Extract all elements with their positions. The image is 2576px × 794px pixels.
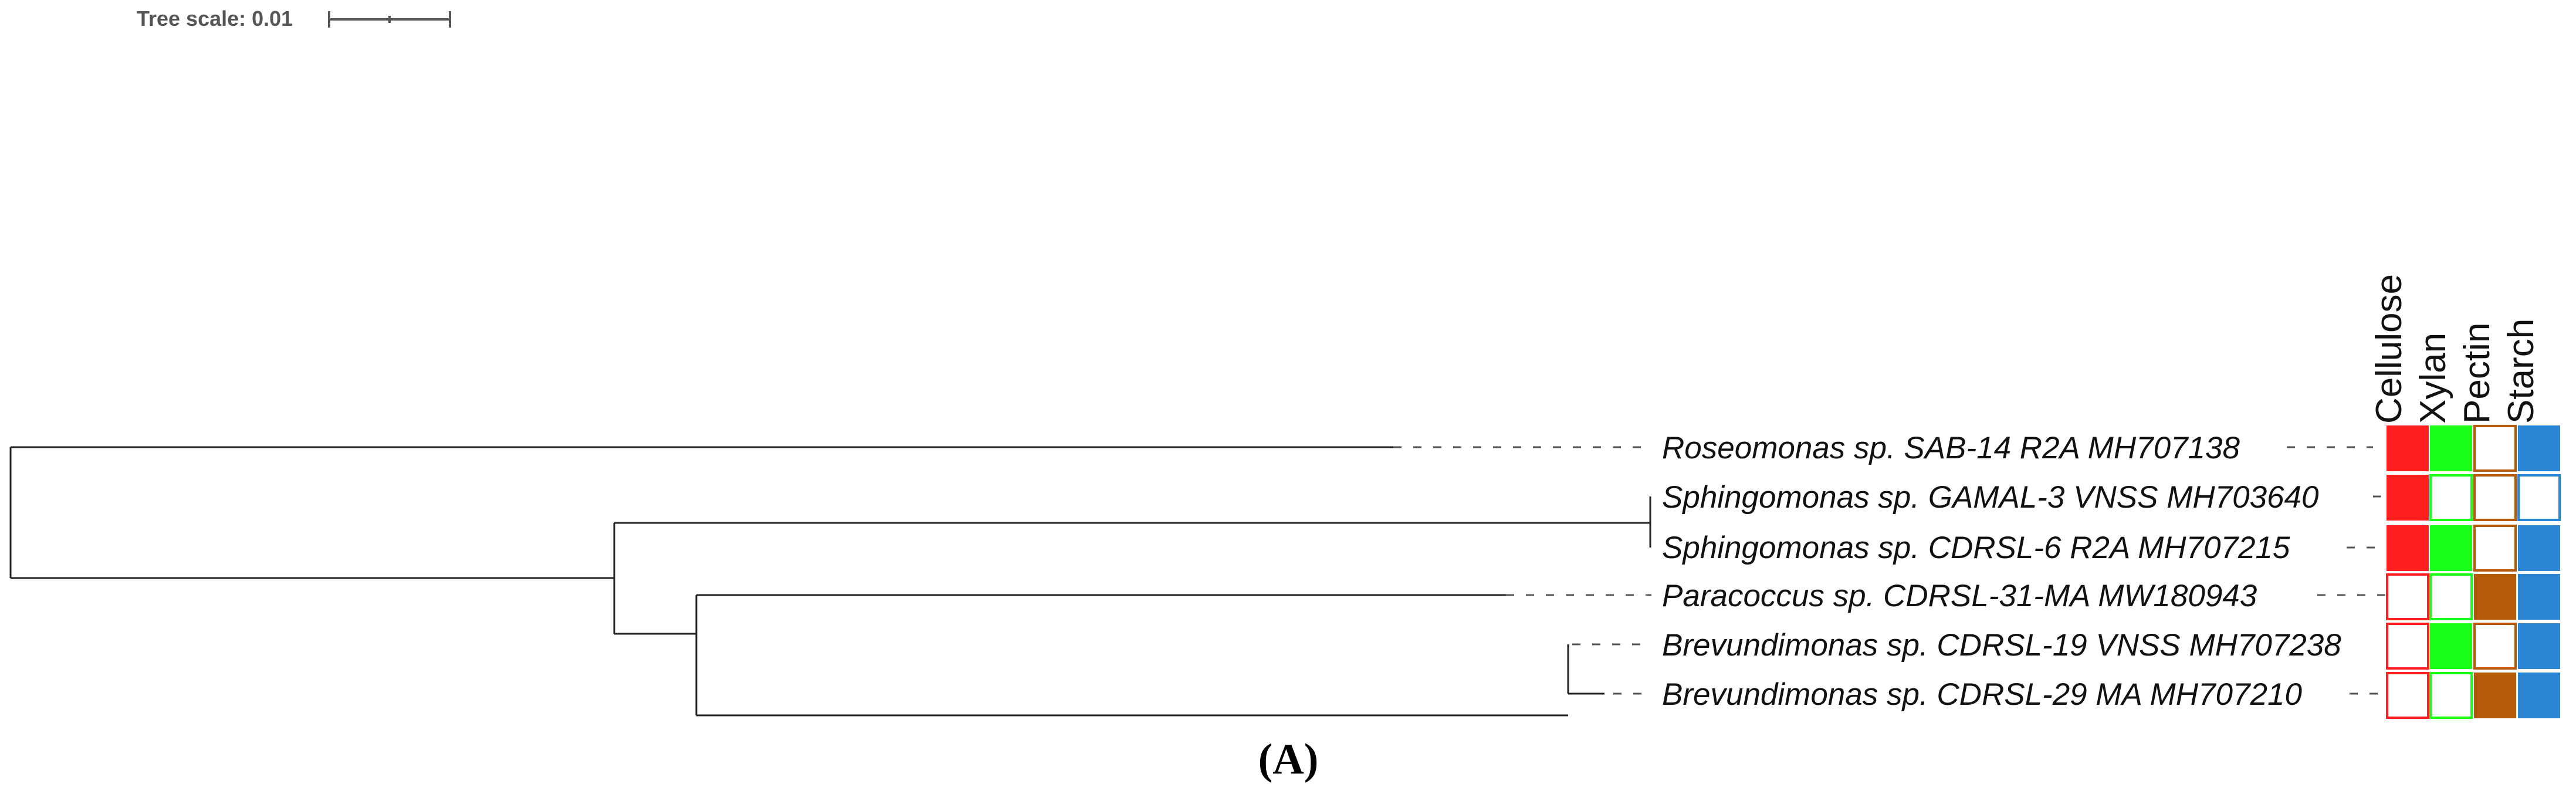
column-header-cellulose: Cellulose [2369, 274, 2409, 424]
heatmap-cell-xylan [2429, 672, 2473, 719]
heatmap-cell-pectin [2474, 673, 2516, 718]
heatmap-cell-starch [2517, 474, 2561, 521]
taxon-labels: Roseomonas sp. SAB-14 R2A MH707138 Sphin… [1662, 431, 2341, 712]
heatmap-cell-cellulose [2387, 425, 2429, 471]
heatmap-cell-xylan [2429, 474, 2473, 521]
heatmap-cell-pectin [2474, 574, 2516, 620]
tree-scale-label: Tree scale: 0.01 [137, 6, 293, 31]
panel-label: (A) [1258, 735, 1319, 783]
tree-scale-bar [328, 11, 451, 28]
column-header-pectin: Pectin [2457, 323, 2497, 424]
activity-heatmap [2386, 425, 2561, 719]
leader-lines [1393, 446, 2386, 695]
heatmap-cell-starch [2518, 673, 2560, 718]
heatmap-cell-xylan [2430, 525, 2472, 571]
taxon-label: Sphingomonas sp. GAMAL-3 VNSS MH703640 [1662, 480, 2319, 515]
heatmap-cell-starch [2518, 574, 2560, 620]
heatmap-cell-xylan [2430, 623, 2472, 669]
heatmap-cell-cellulose [2386, 672, 2429, 719]
taxon-label: Paracoccus sp. CDRSL-31-MA MW180943 [1662, 579, 2257, 613]
heatmap-cell-starch [2518, 623, 2560, 669]
tree-scale-legend: Tree scale: 0.01 [137, 6, 451, 31]
heatmap-cell-xylan [2429, 573, 2473, 620]
heatmap-cell-cellulose [2387, 475, 2429, 521]
heatmap-cell-cellulose [2386, 573, 2429, 620]
heatmap-cell-starch [2518, 525, 2560, 571]
column-header-xylan: Xylan [2413, 333, 2453, 424]
taxon-label: Roseomonas sp. SAB-14 R2A MH707138 [1662, 431, 2240, 465]
heatmap-cell-pectin [2473, 623, 2517, 670]
taxon-label: Sphingomonas sp. CDRSL-6 R2A MH707215 [1662, 531, 2290, 565]
taxon-label: Brevundimonas sp. CDRSL-19 VNSS MH707238 [1662, 628, 2341, 663]
heatmap-cell-cellulose [2386, 623, 2429, 670]
taxon-label: Brevundimonas sp. CDRSL-29 MA MH707210 [1662, 677, 2302, 712]
heatmap-cell-pectin [2473, 474, 2517, 521]
column-header-starch: Starch [2501, 319, 2541, 424]
heatmap-cell-cellulose [2387, 525, 2429, 571]
heatmap-cell-pectin [2473, 525, 2517, 572]
heatmap-cell-starch [2518, 425, 2560, 471]
heatmap-column-headers: Cellulose Xylan Pectin Starch [2369, 274, 2541, 424]
heatmap-cell-xylan [2430, 425, 2472, 471]
tree-branches [9, 446, 1651, 717]
heatmap-cell-pectin [2473, 425, 2517, 472]
